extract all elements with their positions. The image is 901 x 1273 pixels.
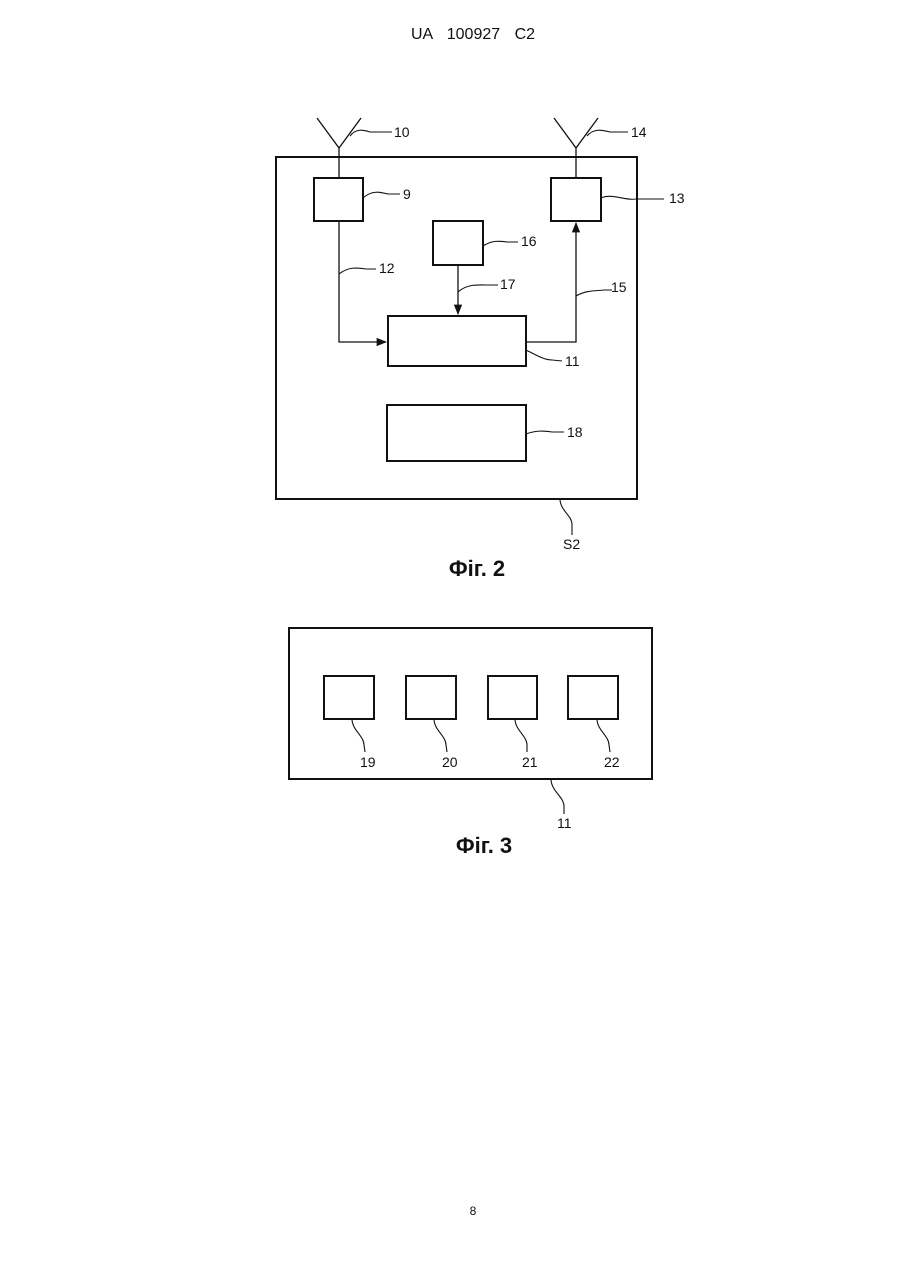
leader-17: [458, 285, 498, 292]
unit-19-block: [324, 676, 374, 719]
leader-14: [587, 130, 628, 136]
label-line-input: 17: [500, 276, 516, 292]
figure-2: 10 9 14 13 16 12 17 15 11 18 S2 Фіг. 2: [276, 118, 685, 581]
unit-21-block: [488, 676, 537, 719]
figure-3: 19 20 21 22 11 Фіг. 3: [289, 628, 652, 858]
unit-20-block: [406, 676, 456, 719]
label-input-block: 16: [521, 233, 537, 249]
leader-12: [339, 268, 376, 274]
leader-16: [483, 241, 518, 246]
page-number: 8: [0, 1204, 901, 1218]
leader-11: [526, 350, 562, 361]
label-processor: 11: [565, 353, 580, 369]
label-processor-fig3: 11: [557, 815, 572, 831]
label-antenna-tx: 14: [631, 124, 647, 140]
leader-20: [434, 719, 447, 752]
memory-block: [387, 405, 526, 461]
processor-block: [388, 316, 526, 366]
receiver-block: [314, 178, 363, 221]
label-unit-20: 20: [442, 754, 458, 770]
leader-13: [601, 196, 664, 199]
leader-10: [350, 130, 392, 136]
leader-19: [352, 719, 365, 752]
leader-15: [576, 290, 612, 296]
line-rx-to-processor: [339, 221, 386, 342]
label-memory: 18: [567, 424, 583, 440]
antenna-rx-icon: [317, 118, 361, 178]
label-unit-21: 21: [522, 754, 538, 770]
figure-2-caption: Фіг. 2: [449, 556, 505, 581]
label-unit-22: 22: [604, 754, 620, 770]
leader-s2: [560, 499, 572, 535]
leader-18: [526, 431, 564, 434]
antenna-tx-icon: [554, 118, 598, 178]
label-receiver: 9: [403, 186, 411, 202]
processor-enclosure: [289, 628, 652, 779]
transmitter-block: [551, 178, 601, 221]
figure-3-caption: Фіг. 3: [456, 833, 512, 858]
leader-22: [597, 719, 610, 752]
leader-11-fig3: [551, 779, 564, 814]
station-enclosure: [276, 157, 637, 499]
input-block: [433, 221, 483, 265]
unit-22-block: [568, 676, 618, 719]
leader-21: [515, 719, 527, 752]
label-station: S2: [563, 536, 580, 552]
leader-9: [363, 192, 400, 198]
label-line-tx: 15: [611, 279, 627, 295]
label-line-rx: 12: [379, 260, 395, 276]
label-transmitter: 13: [669, 190, 685, 206]
label-antenna-rx: 10: [394, 124, 410, 140]
label-unit-19: 19: [360, 754, 376, 770]
